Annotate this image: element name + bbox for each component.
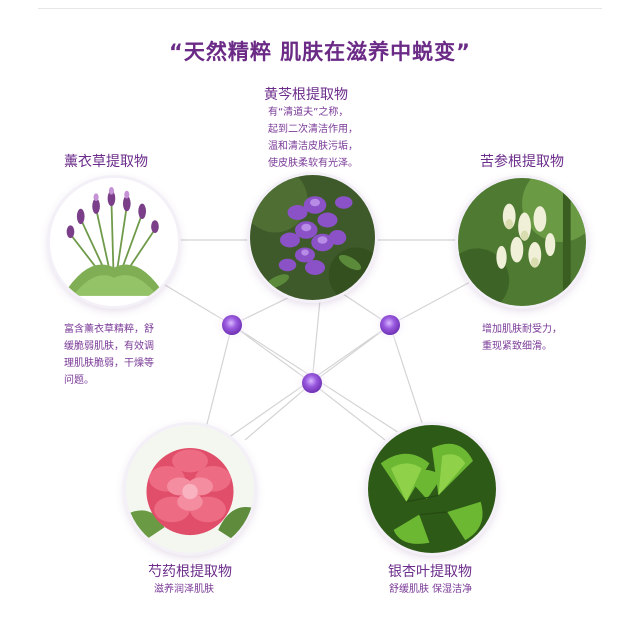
sophora-flower-icon: [458, 178, 586, 306]
top-divider: [38, 8, 602, 9]
peony-icon: [126, 425, 254, 553]
node-center: [292, 363, 332, 403]
ingredient-name-scutellaria: 黄芩根提取物: [264, 87, 348, 103]
ingredient-desc-sophora: 增加肌肤耐受力， 重现紧致细滑。: [482, 324, 562, 352]
ingredient-desc-lavender: 富含薰衣草精粹，舒 缓脆弱肌肤，有效调 理肌肤脆弱，干燥等 问题。: [64, 324, 154, 386]
ingredient-desc-ginkgo: 舒缓肌肤 保湿洁净: [389, 584, 473, 595]
ginkgo-leaf-icon: [368, 425, 496, 553]
ingredient-desc-scutellaria: 有“清道夫”之称， 起到二次清洁作用， 温和清洁皮肤污垢， 使皮肤柔软有光泽。: [268, 107, 358, 169]
ingredient-desc-peony: 滋养润泽肌肤: [154, 584, 214, 595]
ingredient-name-lavender: 薰衣草提取物: [64, 154, 148, 170]
ingredient-name-sophora: 苦参根提取物: [480, 154, 564, 170]
node-right: [370, 305, 410, 345]
purple-skullcap-flower-icon: [250, 175, 375, 300]
node-left: [212, 305, 252, 345]
lavender-icon: [50, 178, 178, 306]
ingredient-name-peony: 芍药根提取物: [148, 564, 232, 580]
ingredient-name-ginkgo: 银杏叶提取物: [388, 564, 472, 580]
page-title: “天然精粹 肌肤在滋养中蜕变”: [169, 40, 471, 64]
